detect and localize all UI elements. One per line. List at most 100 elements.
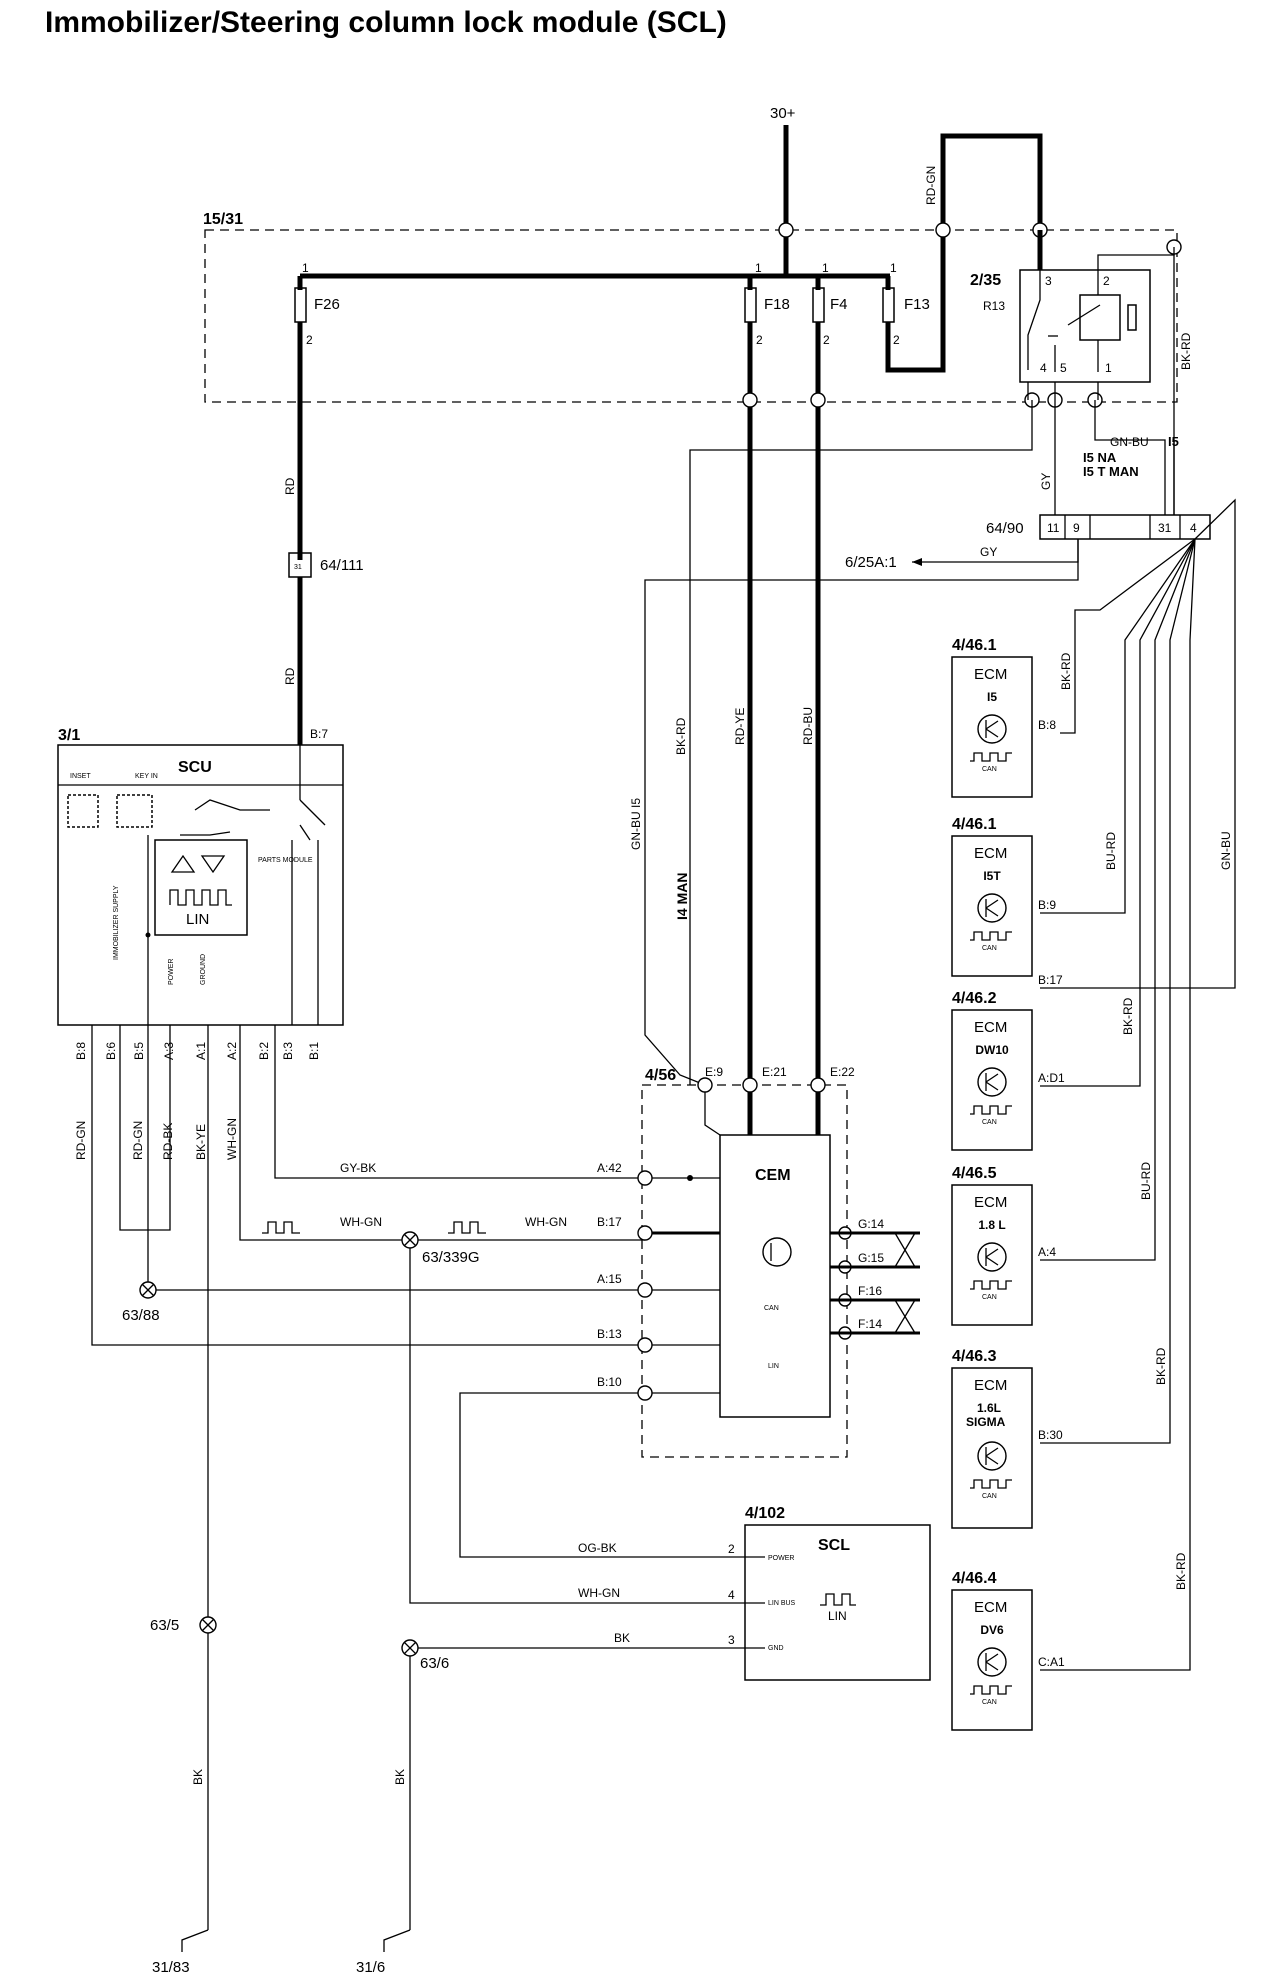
svg-text:3: 3	[728, 1633, 735, 1647]
svg-text:BK: BK	[191, 1769, 205, 1785]
cem-left-pins: A:42 B:17 A:15 B:13 B:10	[597, 1161, 720, 1401]
svg-text:LIN: LIN	[828, 1609, 847, 1623]
bk-scl-label: BK	[614, 1631, 630, 1645]
svg-text:B:6: B:6	[104, 1042, 118, 1060]
ecm-wire-5	[1040, 538, 1196, 1444]
fuse-f4: 1 2 F4	[812, 261, 848, 1085]
svg-text:RD-GN: RD-GN	[74, 1121, 88, 1160]
svg-text:B:2: B:2	[257, 1042, 271, 1060]
svg-text:4: 4	[1040, 361, 1047, 375]
ecm-can-label: CAN	[982, 1699, 997, 1706]
gn-bu-i5-wire	[644, 539, 1079, 1086]
rd-ye-label: RD-YE	[733, 708, 747, 745]
cem-module	[719, 1134, 831, 1418]
svg-text:E:22: E:22	[830, 1065, 855, 1079]
ecm-wire-label: BK-RD	[1121, 997, 1135, 1035]
ecm-id: 4/46.1	[952, 816, 997, 833]
svg-text:GROUND: GROUND	[200, 954, 207, 985]
ground-31-6	[383, 1929, 411, 1952]
ecm-frame	[951, 1184, 1033, 1326]
ecm-frame	[951, 835, 1033, 977]
gn-bu-i5-label: GN-BU I5	[629, 798, 643, 850]
svg-text:2: 2	[823, 333, 830, 347]
node	[935, 222, 951, 238]
ecm-processor-icon	[977, 1647, 1007, 1677]
svg-text:B:1: B:1	[307, 1042, 321, 1060]
node	[778, 222, 794, 238]
ecm-wire-6	[1040, 538, 1196, 1671]
svg-text:B:10: B:10	[597, 1375, 622, 1389]
svg-text:4: 4	[728, 1588, 735, 1602]
ecm-id: 4/46.3	[952, 1348, 997, 1365]
svg-text:BK-YE: BK-YE	[194, 1124, 208, 1160]
ecm-can-label: CAN	[982, 1294, 997, 1301]
page-title: Immobilizer/Steering column lock module …	[45, 6, 727, 39]
svg-text:31/83: 31/83	[152, 1959, 190, 1976]
og-bk-label: OG-BK	[578, 1541, 617, 1555]
svg-text:1: 1	[890, 261, 897, 275]
ecm-processor-icon	[977, 1242, 1007, 1272]
ecm-name: ECM	[974, 1019, 1007, 1036]
bk-rd-mid-label: BK-RD	[674, 717, 688, 755]
og-bk-wire	[459, 1392, 735, 1558]
rd-bu-label: RD-BU	[801, 707, 815, 745]
svg-text:PARTS MODULE: PARTS MODULE	[258, 857, 313, 864]
svg-text:F:16: F:16	[858, 1284, 882, 1298]
cem-id: 4/56	[645, 1067, 676, 1084]
svg-text:4/102: 4/102	[745, 1505, 785, 1522]
svg-text:F18: F18	[764, 296, 790, 313]
svg-text:F26: F26	[314, 296, 340, 313]
scl-module: 4/102 SCL 2 4 3 POWER LIN BUS GND LIN	[410, 1505, 931, 1681]
bk-rd-relay-label: BK-RD	[1179, 332, 1193, 370]
svg-text:F:14: F:14	[858, 1317, 882, 1331]
ecm-can-wave	[970, 752, 1012, 762]
svg-text:POWER: POWER	[168, 959, 175, 985]
connector-64-90: 64/90 11 9 31 4	[986, 514, 1211, 540]
ecm-processor-icon	[977, 714, 1007, 744]
cem-right-pins: G:14 G:15 F:16 F:14	[830, 1217, 920, 1340]
svg-text:2: 2	[893, 333, 900, 347]
ecm-can-label: CAN	[982, 1119, 997, 1126]
ecm-name: ECM	[974, 1194, 1007, 1211]
ecm-frame	[951, 656, 1033, 798]
svg-text:A:15: A:15	[597, 1272, 622, 1286]
ecm-can-wave	[970, 1479, 1012, 1489]
gy-wire	[689, 400, 1033, 1085]
ecm-can-wave	[970, 931, 1012, 941]
ecm-variant: I5	[987, 690, 997, 704]
ecm-can-label: CAN	[982, 1493, 997, 1500]
svg-text:CAN: CAN	[764, 1305, 779, 1312]
svg-text:E:9: E:9	[705, 1065, 723, 1079]
ecm-group: 4/46.1ECMI5CANB:8BK-RD4/46.1ECMI5TCANB:9…	[951, 637, 1233, 1731]
scu-wire-a2	[239, 1025, 645, 1241]
svg-text:WH-GN: WH-GN	[340, 1215, 382, 1229]
svg-text:11: 11	[1047, 521, 1060, 535]
ecm-pin: A:4	[1038, 1245, 1056, 1259]
ecm-frame	[951, 1367, 1033, 1529]
svg-text:2/35: 2/35	[970, 272, 1001, 289]
svg-text:3: 3	[1045, 274, 1052, 288]
svg-text:1: 1	[755, 261, 762, 275]
svg-text:A:42: A:42	[597, 1161, 622, 1175]
svg-text:KEY IN: KEY IN	[135, 773, 158, 780]
svg-text:9: 9	[1073, 521, 1080, 535]
node	[742, 392, 758, 408]
rd-label-1: RD	[283, 477, 297, 495]
i4-man-label: I4 MAN	[674, 873, 690, 920]
svg-text:IMMOBILIZER SUPPLY: IMMOBILIZER SUPPLY	[113, 885, 120, 960]
svg-text:RD-BK: RD-BK	[161, 1123, 175, 1160]
svg-text:F13: F13	[904, 296, 930, 313]
ecm-processor-icon	[977, 1067, 1007, 1097]
ecm-processor-icon	[977, 1441, 1007, 1471]
svg-text:63/5: 63/5	[150, 1617, 179, 1634]
gn-bu-label: GN-BU	[1110, 435, 1149, 449]
svg-text:WH-GN: WH-GN	[225, 1118, 239, 1160]
svg-text:LIN: LIN	[186, 911, 209, 928]
fusebox-15-31	[204, 229, 1178, 403]
battery-label: 30+	[770, 105, 796, 122]
ecm-can-wave	[970, 1685, 1012, 1695]
ecm-pin: A:D1	[1038, 1071, 1065, 1085]
